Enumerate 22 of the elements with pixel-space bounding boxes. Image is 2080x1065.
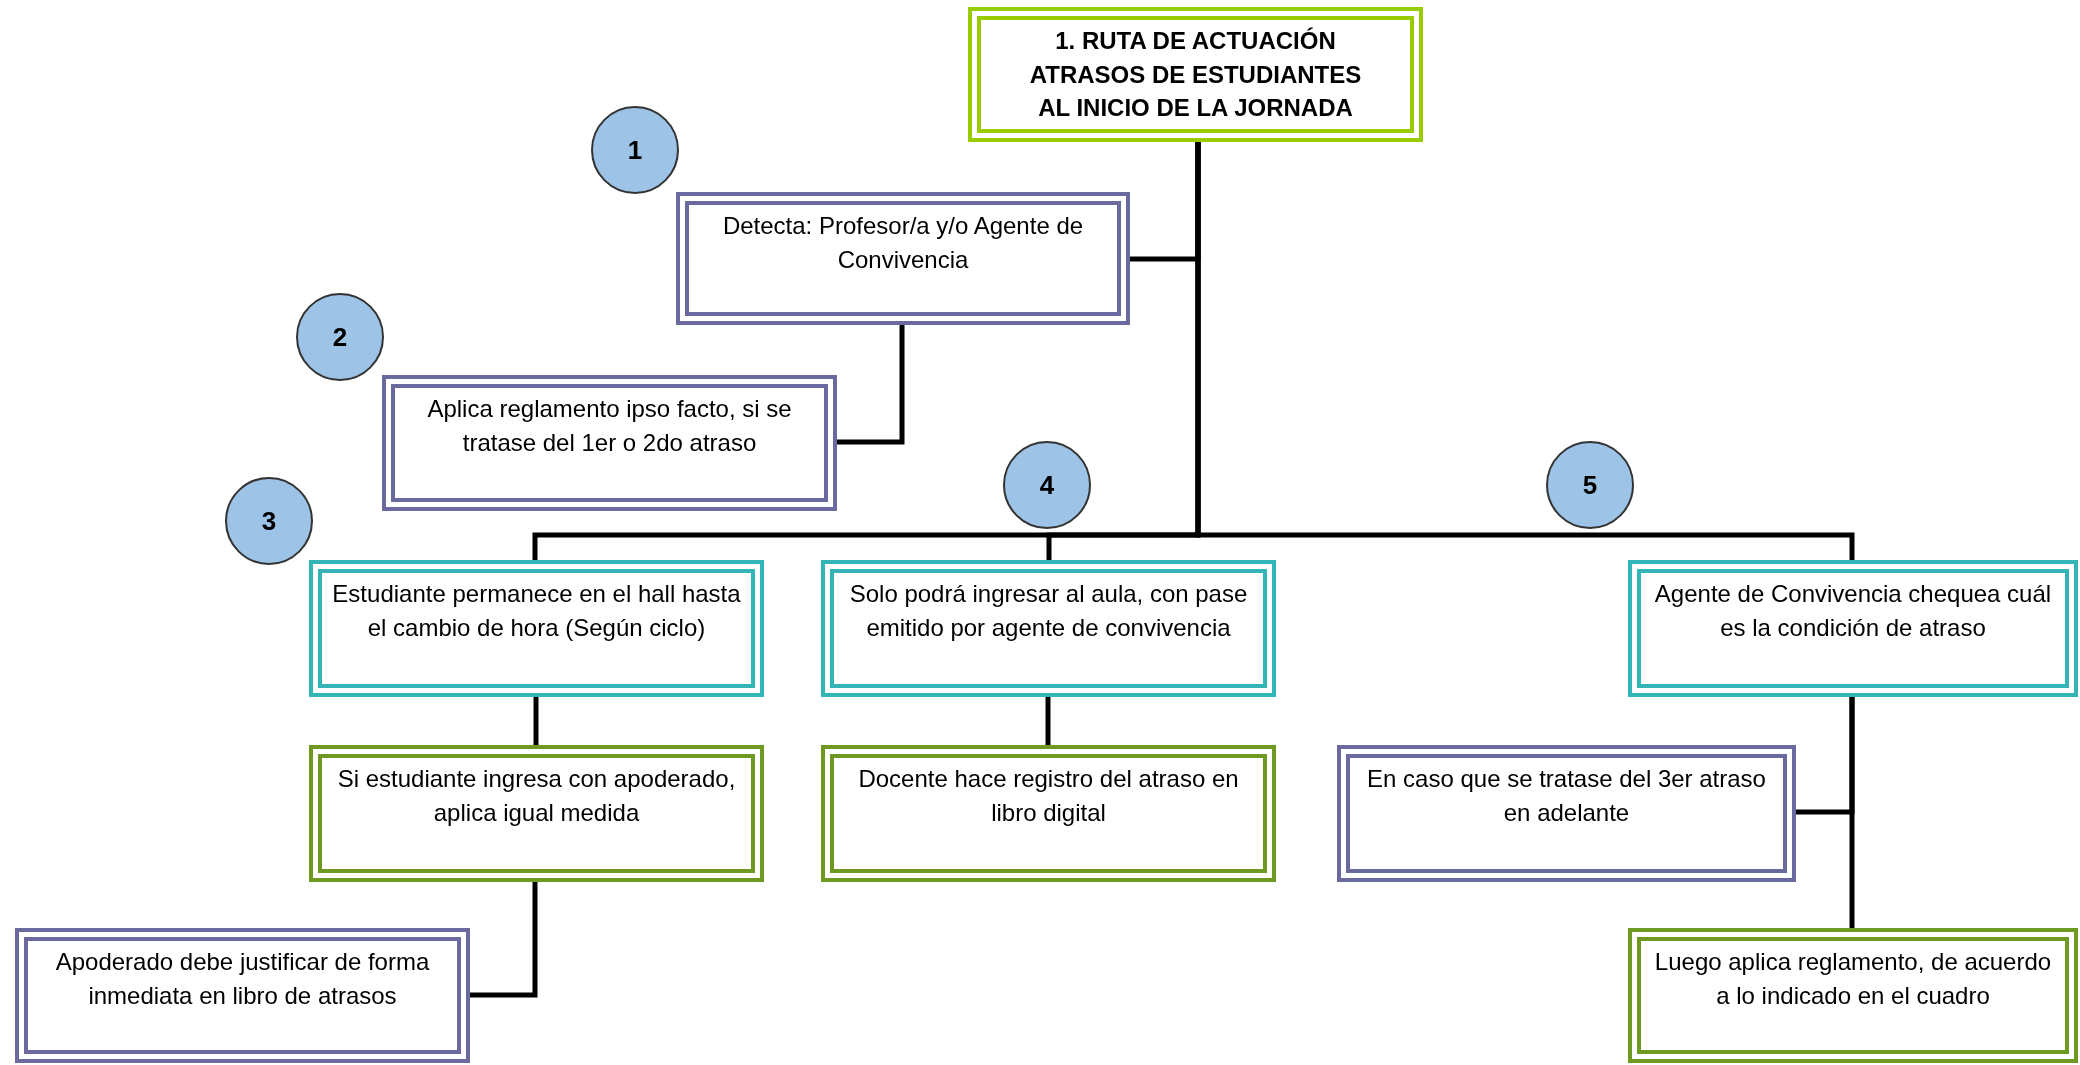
step-number-circle: 2 bbox=[296, 293, 384, 381]
connector-line bbox=[1195, 142, 1855, 560]
process-box: Solo podrá ingresar al aula, con pase emitido por agente de convivencia bbox=[821, 560, 1276, 697]
process-box: Docente hace registro del atraso en libro digital bbox=[821, 745, 1276, 882]
process-box: Apoderado debe justificar de forma inmediata en libro de atrasos bbox=[15, 928, 470, 1063]
connector-line bbox=[1045, 697, 1051, 745]
process-box: Detecta: Profesor/a y/o Agente de Convivencia bbox=[676, 192, 1130, 325]
process-box: Aplica reglamento ipso facto, si se tratase del 1er o 2do atraso bbox=[382, 375, 837, 511]
process-box: En caso que se tratase del 3er atraso en adelante bbox=[1337, 745, 1796, 882]
process-box: Agente de Convivencia chequea cuál es la condición de atraso bbox=[1628, 560, 2078, 697]
title-box: 1. RUTA DE ACTUACIÓN ATRASOS DE ESTUDIANTES AL INICIO DE LA JORNADA bbox=[968, 7, 1423, 142]
process-box: Si estudiante ingresa con apoderado, aplica igual medida bbox=[309, 745, 764, 882]
connector-line bbox=[533, 697, 539, 745]
step-number-circle: 1 bbox=[591, 106, 679, 194]
connector-line bbox=[470, 882, 538, 998]
step-number-circle: 5 bbox=[1546, 441, 1634, 529]
process-box: Estudiante permanece en el hall hasta el cambio de hora (Según ciclo) bbox=[309, 560, 764, 697]
connector-line bbox=[1849, 697, 1855, 928]
step-number-circle: 3 bbox=[225, 477, 313, 565]
step-number-circle: 4 bbox=[1003, 441, 1091, 529]
process-box: Luego aplica reglamento, de acuerdo a lo indicado en el cuadro bbox=[1628, 928, 2078, 1063]
connector-line bbox=[837, 325, 905, 445]
